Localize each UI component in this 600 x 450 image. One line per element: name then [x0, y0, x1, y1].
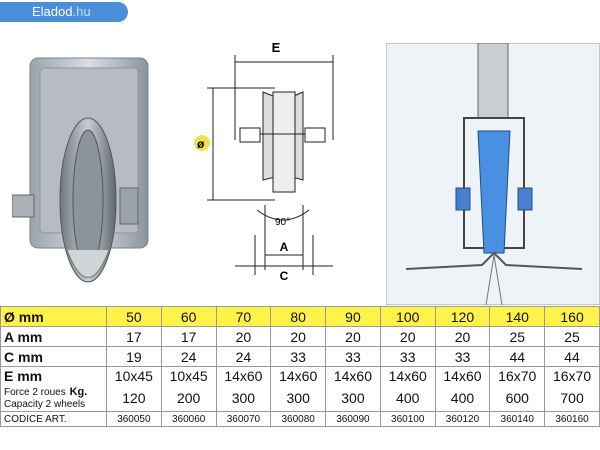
- table-cell: 300: [215, 384, 272, 412]
- table-cell: 360060: [160, 411, 217, 427]
- table-row: E mm 10x45 10x45 14x60 14x60 14x60 14x60…: [0, 366, 600, 384]
- table-cell: 14x60: [215, 366, 272, 384]
- header-cell: 160: [544, 306, 600, 327]
- table-cell: 20: [379, 326, 436, 347]
- table-cell: 200: [160, 384, 217, 412]
- table-cell: 360080: [270, 411, 327, 427]
- table-cell: 16x70: [544, 366, 600, 384]
- table-cell: 360090: [325, 411, 381, 427]
- table-cell: 33: [325, 346, 381, 367]
- watermark-tld: .hu: [72, 4, 91, 19]
- installation-illustration: [386, 43, 600, 305]
- table-cell: 360160: [544, 411, 600, 427]
- table-cell: 14x60: [379, 366, 436, 384]
- table-cell: 17: [160, 326, 217, 347]
- row-label: A mm: [0, 326, 107, 347]
- table-cell: 33: [270, 346, 327, 367]
- table-cell: 33: [434, 346, 491, 367]
- table-cell: 360100: [379, 411, 436, 427]
- spec-table: Ø mm 50 60 70 80 90 100 120 140 160 A mm…: [0, 306, 600, 427]
- table-cell: 700: [544, 384, 600, 412]
- table-header-row: Ø mm 50 60 70 80 90 100 120 140 160: [0, 306, 600, 327]
- table-cell: 14x60: [325, 366, 381, 384]
- watermark-badge: Eladod.hu: [0, 2, 128, 22]
- technical-drawing: E A C ø 90°: [194, 40, 334, 283]
- table-cell: 20: [434, 326, 491, 347]
- header-label: Ø mm: [0, 306, 107, 327]
- table-cell: 400: [434, 384, 491, 412]
- watermark-site: Eladod: [32, 4, 73, 19]
- header-cell: 140: [489, 306, 546, 327]
- header-cell: 90: [325, 306, 381, 327]
- table-cell: 360070: [215, 411, 272, 427]
- header-cell: 70: [215, 306, 272, 327]
- table-cell: 20: [325, 326, 381, 347]
- row-label: E mm: [0, 366, 107, 384]
- table-cell: 400: [379, 384, 436, 412]
- table-cell: 14x60: [434, 366, 491, 384]
- table-cell: 600: [489, 384, 546, 412]
- table-cell: 120: [106, 384, 162, 412]
- table-cell: 25: [489, 326, 546, 347]
- dim-a-label: A: [280, 240, 289, 254]
- capacity-label-line1: Force 2 roues: [4, 387, 66, 398]
- table-cell: 19: [106, 346, 162, 367]
- table-cell: 16x70: [489, 366, 546, 384]
- table-cell: 44: [544, 346, 600, 367]
- capacity-label: Force 2 roues Kg. Capacity 2 wheels: [0, 384, 107, 412]
- table-cell: 20: [215, 326, 272, 347]
- table-row-capacity: Force 2 roues Kg. Capacity 2 wheels 120 …: [0, 384, 600, 412]
- table-row: A mm 17 17 20 20 20 20 20 25 25: [0, 326, 600, 347]
- header-cell: 60: [160, 306, 217, 327]
- row-label: C mm: [0, 346, 107, 367]
- table-row: C mm 19 24 24 33 33 33 33 44 44: [0, 346, 600, 367]
- table-cell: 17: [106, 326, 162, 347]
- header-cell: 120: [434, 306, 491, 327]
- table-cell: 360140: [489, 411, 546, 427]
- header-cell: 100: [379, 306, 436, 327]
- dim-angle-label: 90°: [275, 217, 290, 228]
- code-label: CODICE ART.: [0, 411, 107, 427]
- table-cell: 33: [379, 346, 436, 367]
- table-cell: 300: [270, 384, 327, 412]
- capacity-unit: Kg.: [69, 386, 88, 398]
- capacity-label-line2: Capacity 2 wheels: [4, 399, 86, 410]
- table-cell: 14x60: [270, 366, 327, 384]
- table-cell: 25: [544, 326, 600, 347]
- dim-diameter-label: ø: [197, 137, 205, 151]
- table-cell: 24: [160, 346, 217, 367]
- header-cell: 80: [270, 306, 327, 327]
- table-cell: 10x45: [106, 366, 162, 384]
- dim-c-label: C: [280, 269, 289, 283]
- table-cell: 360120: [434, 411, 491, 427]
- table-cell: 20: [270, 326, 327, 347]
- table-cell: 24: [215, 346, 272, 367]
- table-cell: 300: [325, 384, 381, 412]
- table-cell: 360050: [106, 411, 162, 427]
- product-photo: [12, 57, 149, 283]
- table-cell: 44: [489, 346, 546, 367]
- table-row-code: CODICE ART. 360050 360060 360070 360080 …: [0, 411, 600, 427]
- dim-e-label: E: [272, 40, 281, 55]
- header-cell: 50: [106, 306, 162, 327]
- table-cell: 10x45: [160, 366, 217, 384]
